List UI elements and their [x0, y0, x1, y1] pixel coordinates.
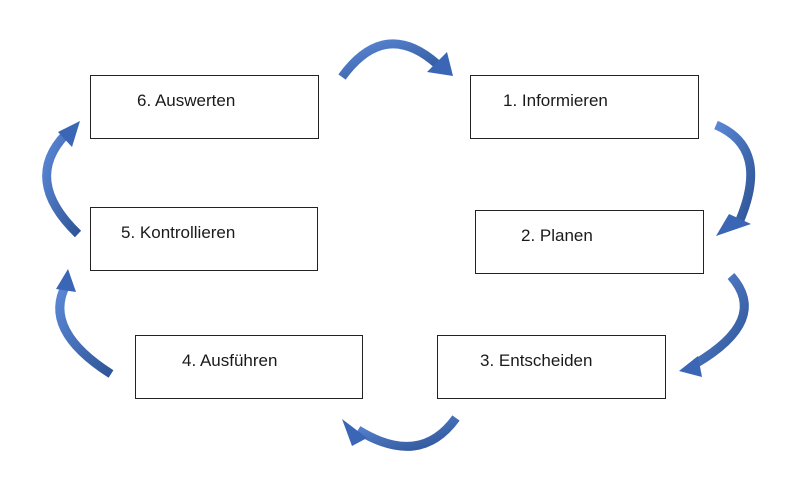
arrow-right-lower	[679, 273, 749, 377]
step-box-informieren: 1. Informieren	[470, 75, 699, 139]
step-box-kontrollieren: 5. Kontrollieren	[90, 207, 318, 271]
step-box-planen: 2. Planen	[475, 210, 704, 274]
arrow-left-upper	[42, 121, 82, 238]
arrow-left-lower	[55, 269, 114, 378]
step-label-planen: 2. Planen	[521, 226, 593, 245]
step-label-kontrollieren: 5. Kontrollieren	[121, 223, 236, 242]
step-box-entscheiden: 3. Entscheiden	[437, 335, 666, 399]
step-label-informieren: 1. Informieren	[503, 91, 608, 110]
step-label-entscheiden: 3. Entscheiden	[480, 351, 593, 370]
arrow-bottom	[342, 415, 460, 451]
step-box-ausfuehren: 4. Ausführen	[135, 335, 363, 399]
step-label-auswerten: 6. Auswerten	[137, 91, 236, 110]
arrow-right-upper	[714, 120, 756, 236]
step-label-ausfuehren: 4. Ausführen	[182, 351, 278, 370]
arrow-top	[338, 39, 453, 80]
step-box-auswerten: 6. Auswerten	[90, 75, 319, 139]
